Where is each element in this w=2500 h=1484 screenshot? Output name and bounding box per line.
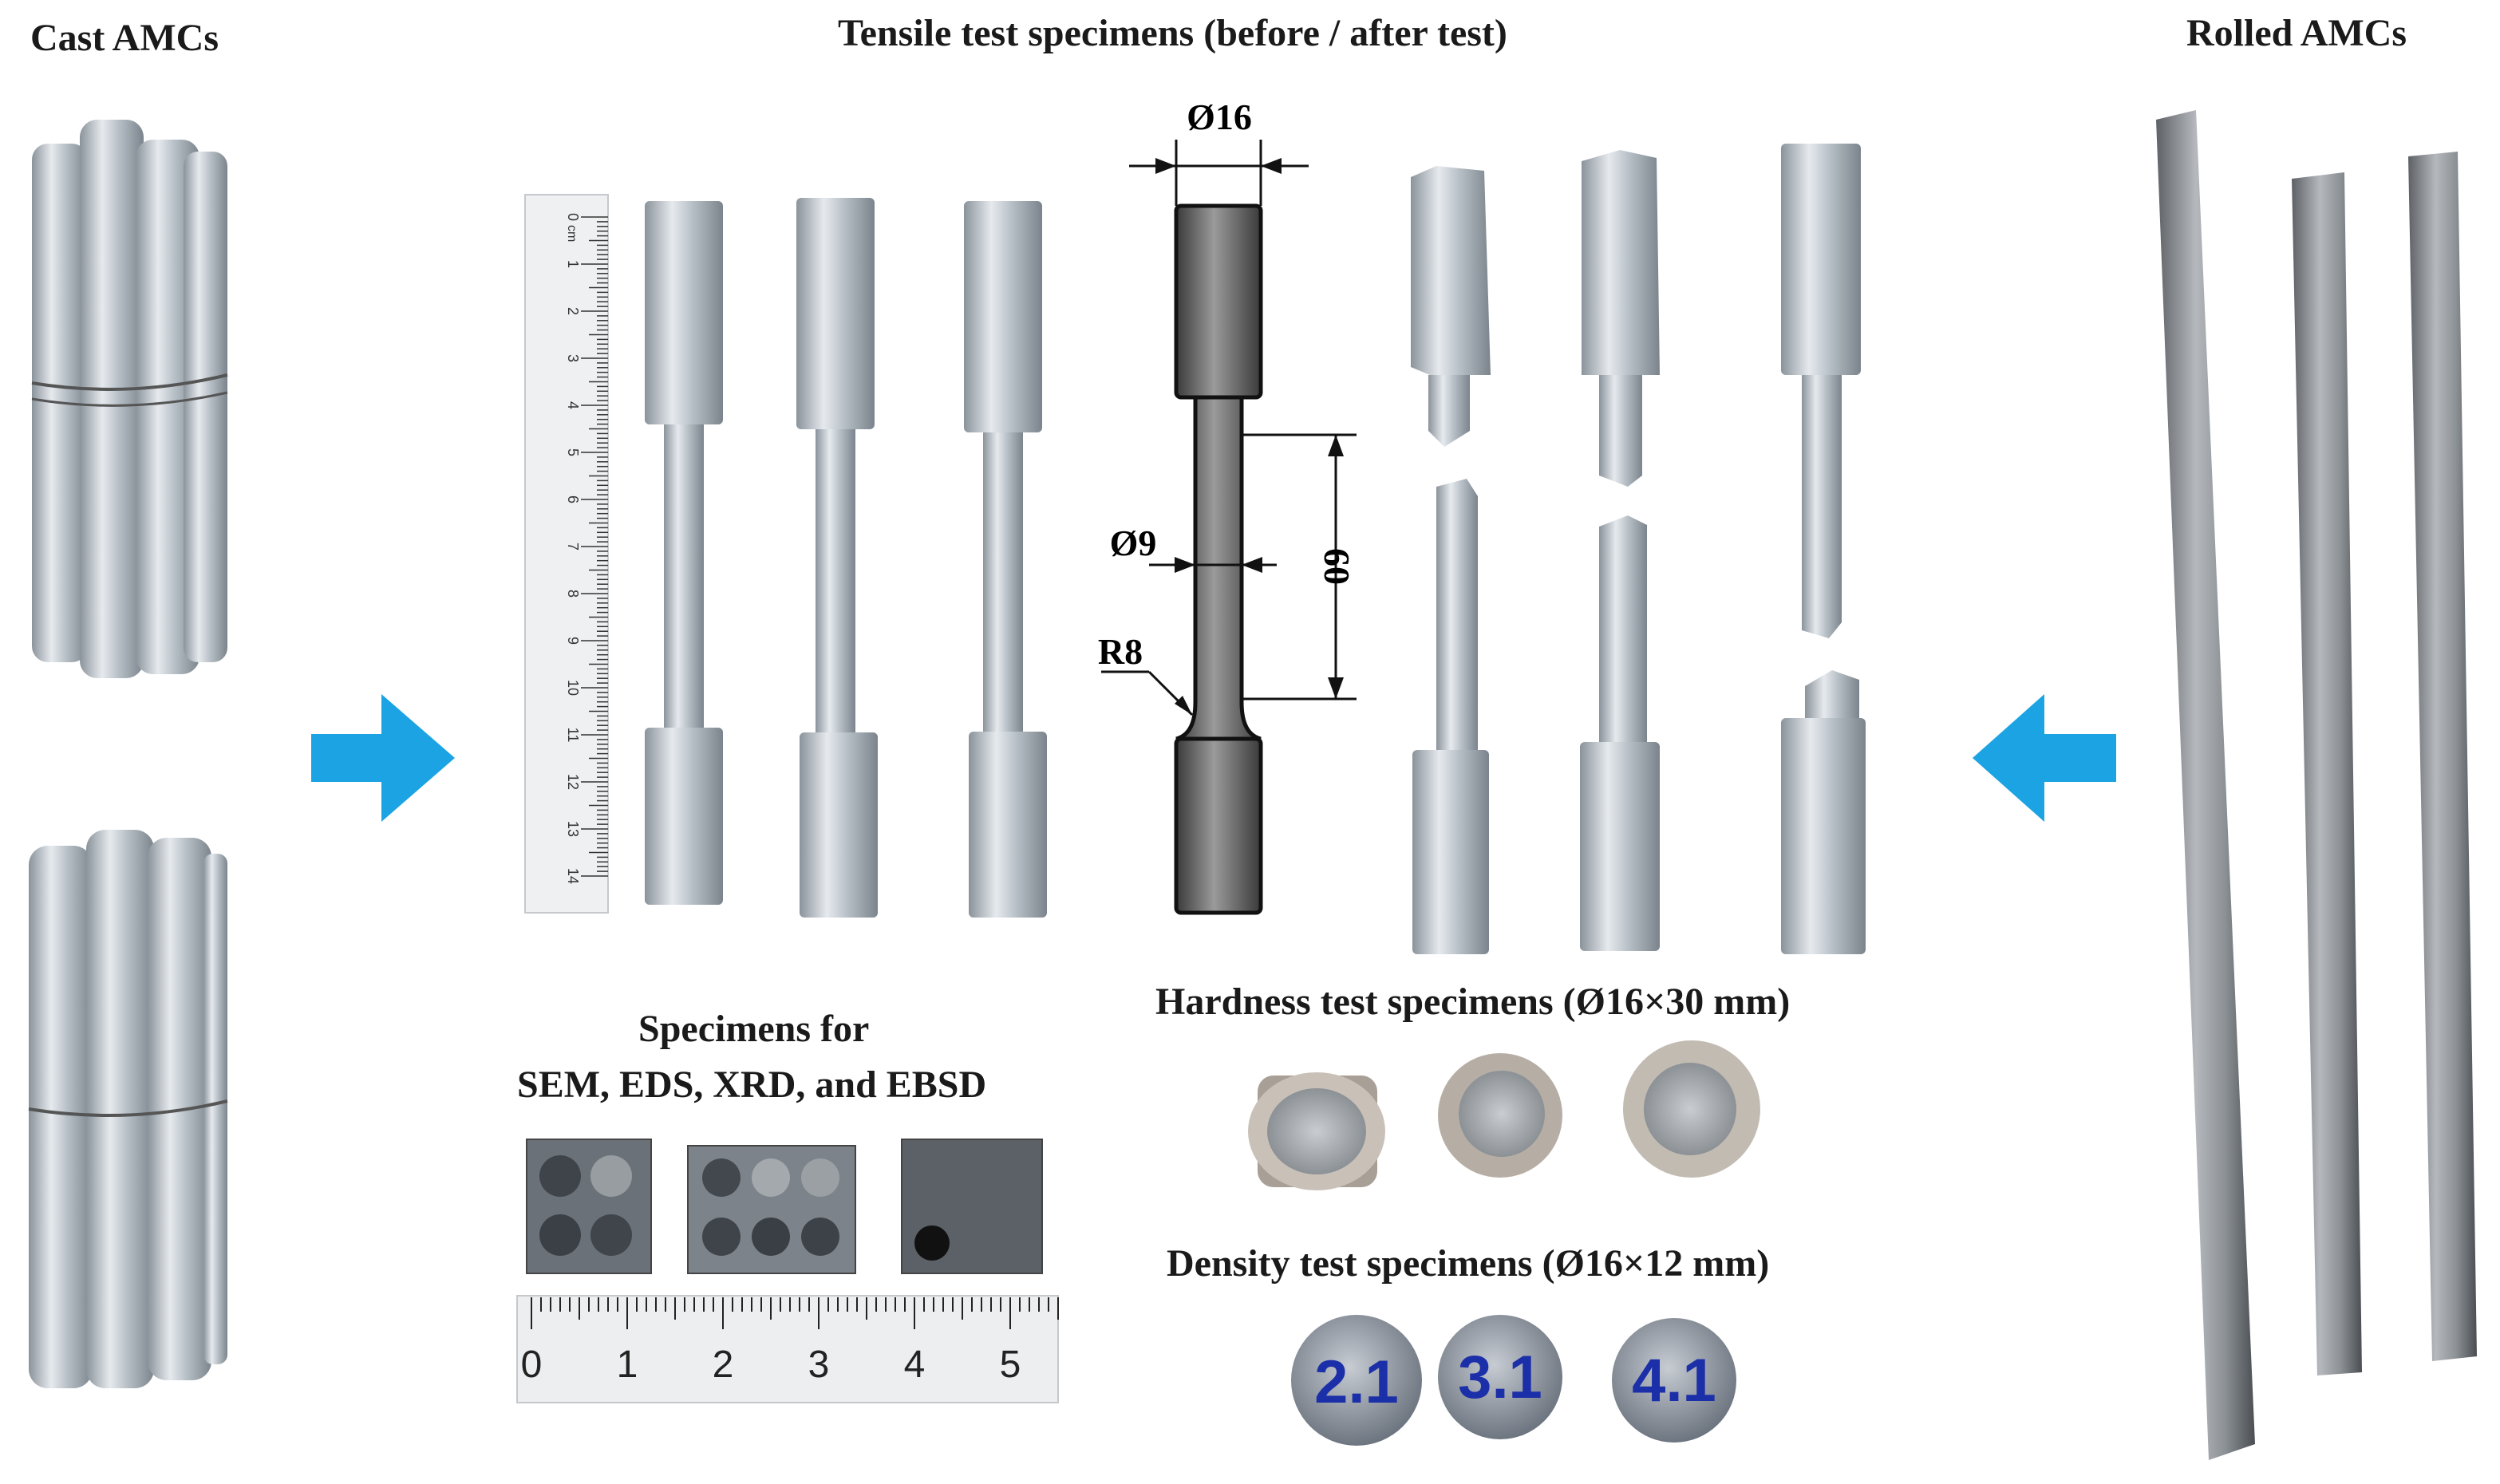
density-specimen-1 xyxy=(1291,1315,1422,1446)
tensile-specimen-after-1 xyxy=(1411,166,1491,954)
vertical-ruler-tick-label: 12 xyxy=(565,774,581,790)
drawing-gauge-length: 60 xyxy=(1317,548,1357,585)
tensile-specimen-before-2 xyxy=(796,198,878,918)
vertical-ruler-tick-label: 6 xyxy=(565,495,581,503)
hardness-specimen-1 xyxy=(1248,1072,1385,1190)
vertical-ruler-tick-label: 1 xyxy=(565,260,581,268)
cast-amc-bundle-top xyxy=(31,120,228,678)
vertical-ruler-tick-label: 3 xyxy=(565,354,581,362)
horizontal-ruler: 0 1 2 3 4 5 xyxy=(516,1295,1059,1403)
horizontal-ruler-tick-label: 4 xyxy=(904,1344,926,1386)
horizontal-ruler-tick-label: 0 xyxy=(521,1344,543,1386)
vertical-ruler-tick-label: 10 xyxy=(565,680,581,696)
sem-specimen-plate-1 xyxy=(526,1139,652,1274)
sem-specimens-label-line2: SEM, EDS, XRD, and EBSD xyxy=(517,1064,987,1106)
sem-specimens-label-line1: Specimens for xyxy=(638,1008,870,1050)
tensile-specimen-after-2 xyxy=(1580,150,1660,951)
horizontal-ruler-tick-label: 3 xyxy=(808,1344,830,1386)
rolled-amc-rod-3 xyxy=(2408,152,2477,1361)
vertical-ruler-tick-label: 7 xyxy=(565,543,581,551)
density-specimen-3 xyxy=(1612,1318,1736,1443)
vertical-ruler-tick-label: 8 xyxy=(565,590,581,598)
hardness-specimen-3 xyxy=(1623,1040,1760,1178)
vertical-ruler-unit: cm xyxy=(565,225,579,242)
drawing-dia-mid: Ø9 xyxy=(1110,523,1157,563)
vertical-ruler-tick-label: 14 xyxy=(565,868,581,884)
tensile-specimen-before-3 xyxy=(964,201,1047,918)
vertical-ruler-tick-label: 13 xyxy=(565,821,581,837)
vertical-ruler-tick-label: 0 xyxy=(565,213,581,221)
tensile-specimen-after-3 xyxy=(1781,144,1866,954)
sem-specimen-plate-3 xyxy=(901,1139,1043,1274)
horizontal-ruler-tick-label: 1 xyxy=(617,1344,638,1386)
drawing-radius: R8 xyxy=(1098,631,1143,672)
vertical-ruler-tick-label: 2 xyxy=(565,307,581,315)
hardness-specimens-label: Hardness test specimens (Ø16×30 mm) xyxy=(1155,981,1791,1023)
drawing-dia-top: Ø16 xyxy=(1187,97,1252,137)
arrow-right-icon xyxy=(311,694,455,822)
density-mark-1: 2.1 xyxy=(1314,1348,1399,1416)
horizontal-ruler-tick-label: 2 xyxy=(713,1344,734,1386)
tensile-specimen-before-1 xyxy=(645,201,723,905)
horizontal-ruler-tick-label: 5 xyxy=(1000,1344,1021,1386)
density-mark-3: 4.1 xyxy=(1632,1347,1716,1415)
density-specimen-2 xyxy=(1438,1315,1562,1439)
density-mark-2: 3.1 xyxy=(1458,1344,1542,1411)
vertical-ruler-tick-label: 11 xyxy=(565,728,581,743)
tensile-specimen-drawing xyxy=(1101,140,1357,915)
density-specimens-label: Density test specimens (Ø16×12 mm) xyxy=(1167,1242,1770,1285)
rolled-amc-rod-1 xyxy=(2156,110,2255,1460)
cast-amc-bundle-bottom xyxy=(28,830,228,1388)
cast-amcs-label: Cast AMCs xyxy=(30,17,219,59)
vertical-ruler-tick-label: 9 xyxy=(565,637,581,645)
vertical-ruler-tick-label: 5 xyxy=(565,448,581,456)
tensile-specimens-label: Tensile test specimens (before / after t… xyxy=(838,12,1507,54)
vertical-ruler-tick-label: 4 xyxy=(565,401,581,409)
arrow-left-icon xyxy=(1973,694,2116,822)
rolled-amcs-label: Rolled AMCs xyxy=(2186,12,2407,54)
hardness-specimen-2 xyxy=(1438,1053,1562,1178)
sem-specimen-plate-2 xyxy=(687,1145,856,1274)
rolled-amc-rod-2 xyxy=(2292,172,2362,1375)
